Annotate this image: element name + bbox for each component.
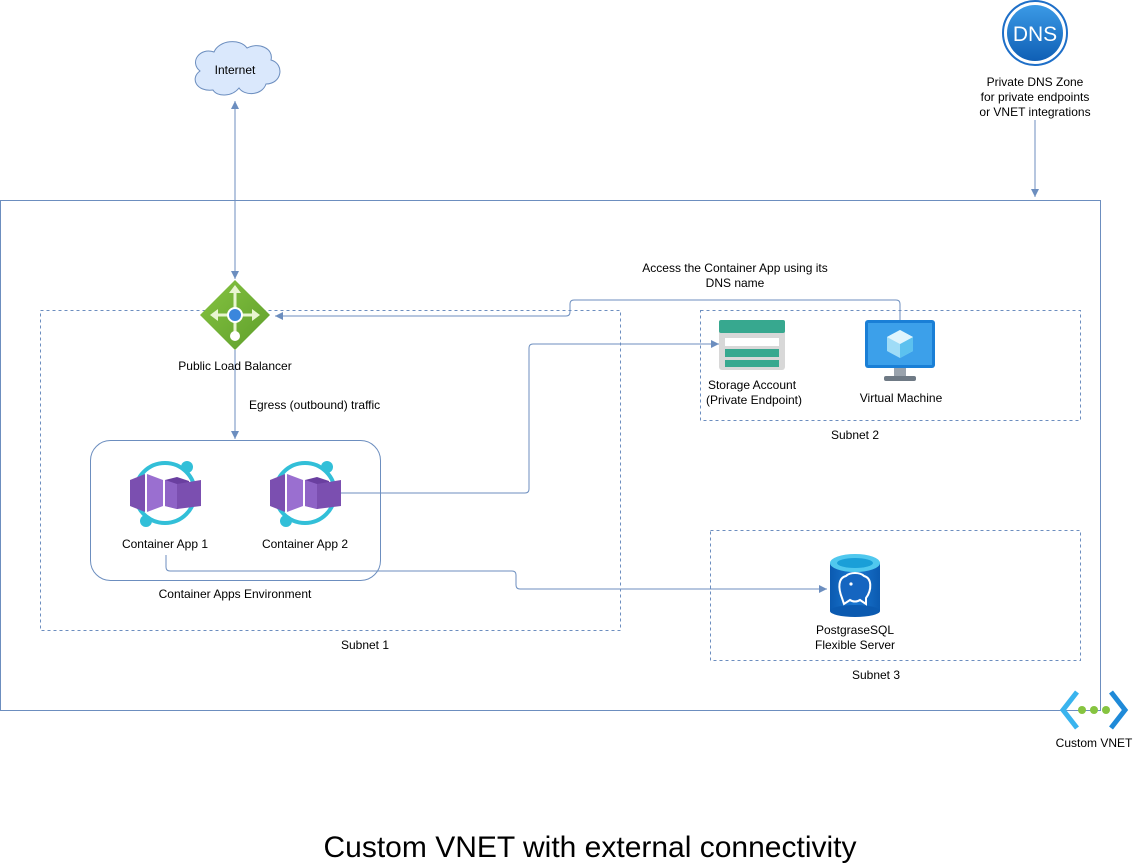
storage-label-line1: Storage Account <box>708 378 797 392</box>
container-app-1-label: Container App 1 <box>122 537 208 551</box>
postgres-label-line1: PostgraseSQL <box>816 623 894 637</box>
container-apps-environment <box>90 440 381 581</box>
dns-label-line2: for private endpoints <box>981 90 1090 104</box>
storage-account-icon <box>719 320 785 370</box>
subnet-1-label: Subnet 1 <box>341 638 389 652</box>
diagram-title: Custom VNET with external connectivity <box>324 831 857 864</box>
access-label-line2: DNS name <box>706 276 765 290</box>
app1-to-postgres-connector <box>165 555 827 593</box>
load-balancer-icon <box>200 280 270 350</box>
storage-label-line2: (Private Endpoint) <box>706 393 802 407</box>
load-balancer-label: Public Load Balancer <box>178 359 291 373</box>
app2-to-storage-connector <box>340 340 719 494</box>
subnet-3-label: Subnet 3 <box>852 668 900 682</box>
access-label-line1: Access the Container App using its <box>642 261 827 275</box>
subnet-2-boundary <box>700 310 1081 421</box>
postgres-label-line2: Flexible Server <box>815 638 895 652</box>
vm-to-lb-connector <box>275 299 901 320</box>
virtual-machine-icon <box>865 320 935 381</box>
internet-label: Internet <box>215 63 256 77</box>
dns-label-line1: Private DNS Zone <box>987 75 1084 89</box>
dns-icon-text: DNS <box>1013 23 1057 46</box>
egress-label: Egress (outbound) traffic <box>249 398 380 412</box>
dns-label-line3: or VNET integrations <box>979 105 1090 119</box>
postgresql-icon <box>830 554 880 617</box>
dns-zone-icon <box>1002 0 1068 66</box>
vnet-label: Custom VNET <box>1056 736 1133 750</box>
subnet-1-boundary <box>40 310 621 631</box>
vm-label: Virtual Machine <box>860 391 943 405</box>
container-app-2-label: Container App 2 <box>262 537 348 551</box>
subnet-2-label: Subnet 2 <box>831 428 879 442</box>
virtual-network-icon <box>1059 690 1129 730</box>
internet-cloud-icon <box>194 41 281 96</box>
container-app-2-icon <box>270 461 341 527</box>
container-env-label: Container Apps Environment <box>159 587 312 601</box>
vnet-boundary <box>0 200 1101 711</box>
container-app-1-icon <box>130 461 201 527</box>
subnet-3-boundary <box>710 530 1081 661</box>
